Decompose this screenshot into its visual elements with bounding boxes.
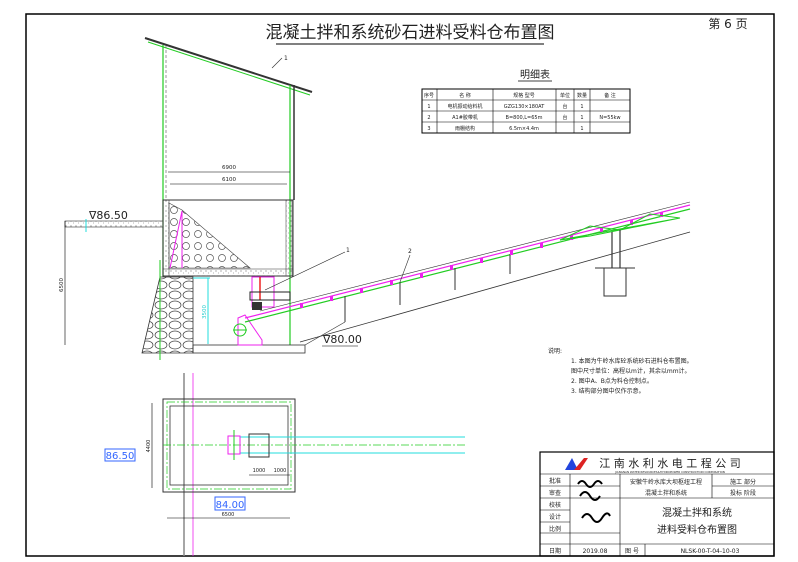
phase-1: 施工 部分	[730, 478, 756, 486]
notes-heading: 说明:	[548, 347, 562, 355]
page-label: 第 6 页	[708, 17, 747, 31]
truss-pedestal	[603, 267, 627, 297]
notes: 说明: 1. 本图为牛岭水库砼系统砂石进料仓布置图。 图中尺寸单位：高程以m计，…	[548, 347, 693, 395]
drawing-title-line2: 进料受料仓布置图	[657, 523, 737, 536]
conveyor-truss	[559, 217, 681, 241]
dim-length: 6500	[222, 512, 235, 518]
rubble-wall	[141, 276, 194, 354]
bom-cell: 1	[427, 104, 430, 110]
company-name: 江 南 水 利 水 电 工 程 公 司	[599, 457, 740, 470]
plan-outline	[162, 398, 296, 493]
bom-header: 序号	[424, 92, 434, 99]
label-drawing-no: 图 号	[625, 548, 639, 555]
label-check: 校核	[549, 501, 561, 509]
dim-1000b: 1000	[274, 468, 287, 474]
note-line: 图中尺寸单位：高程以m计，其余以mm计。	[571, 367, 691, 375]
bom-cell: 台	[562, 103, 567, 110]
bom-cell: 2	[427, 115, 430, 121]
date-value: 2019.08	[583, 548, 608, 555]
roof	[144, 37, 313, 93]
bom-cell: 雨棚结构	[455, 125, 475, 132]
bom-cell: GZG130×180AT	[504, 104, 545, 110]
dim-6100: 6100	[222, 177, 236, 183]
drawing-no: NLSK-00-T-04-10-03	[681, 548, 740, 555]
bom-header: 备 注	[604, 92, 616, 99]
level-box-b	[214, 496, 246, 511]
dim-inner: 3500	[202, 305, 208, 319]
base-slab	[192, 344, 306, 354]
phase-2: 投标 阶段	[730, 489, 756, 497]
bom-header: 名 称	[459, 92, 471, 99]
project-line2: 混凝土拌和系统	[645, 489, 687, 497]
label-date: 日期	[549, 547, 561, 555]
project-line1: 安徽牛岭水库大坝枢纽工程	[630, 478, 702, 486]
sheet-border	[25, 13, 775, 557]
note-line: 1. 本图为牛岭水库砼系统砂石进料仓布置图。	[571, 357, 693, 365]
dim-6900: 6900	[222, 165, 236, 171]
dim-width: 4400	[146, 440, 152, 453]
bom-cell: 1	[580, 115, 583, 121]
bom-cell: A1#胶带机	[452, 114, 478, 121]
callout-feeder: 1	[346, 247, 350, 254]
dim-height: 6500	[59, 278, 65, 292]
bom-header: 单位	[560, 92, 570, 99]
bom-cell: 台	[562, 114, 567, 121]
elevation-view: 1 6900 6100 ∇86.50 6500 3500	[59, 37, 691, 360]
bom-cell: 1	[580, 104, 583, 110]
label-review: 审查	[549, 489, 561, 497]
bom-cell: 电机振动给料机	[447, 103, 482, 110]
bom-header: 数量	[577, 92, 587, 99]
callout-conveyor: 2	[408, 248, 412, 255]
label-design: 设计	[549, 513, 561, 521]
bom-cell: 6.5m×4.4m	[509, 126, 539, 132]
bom-table: 明细表 序号 名 称 规格 型号 单位 数量 备 注 1 电机振动给料机 GZG…	[421, 68, 631, 134]
drawing-title: 混凝土拌和系统砂石进料受料仓布置图	[266, 23, 555, 43]
label-approve: 批准	[549, 477, 561, 485]
bom-cell: 1	[580, 126, 583, 132]
bom-cell: N=55kw	[599, 115, 620, 121]
signature-check	[581, 512, 611, 523]
plan-view: 1000 1000 4400 86.50 84.00 6500	[104, 373, 465, 556]
level-b: 84.00	[216, 500, 245, 511]
bom-title: 明细表	[520, 68, 550, 81]
bom-cell: 3	[427, 126, 430, 132]
tail-frame	[237, 314, 263, 346]
bom-cell: B=800,L=65m	[506, 115, 543, 121]
label-scale: 比例	[549, 525, 561, 533]
company-name-en: JIANGNAN WATER RESOURCES&HYDROPOWER CONS…	[614, 470, 725, 474]
level-a: 86.50	[106, 451, 135, 462]
level-bottom: ∇80.00	[322, 333, 362, 346]
signature-approve	[577, 480, 603, 501]
note-line: 3. 结构部分图中仅作示意。	[571, 387, 645, 395]
ground-slab	[64, 220, 164, 228]
level-top: ∇86.50	[88, 209, 128, 222]
dim-1000a: 1000	[253, 468, 266, 474]
callout-roof: 1	[284, 55, 288, 62]
level-box-a	[104, 448, 136, 462]
note-line: 2. 图中A、B点为料仓控制点。	[571, 377, 653, 385]
drawing-title-line1: 混凝土拌和系统	[662, 506, 732, 519]
bom-header: 规格 型号	[513, 92, 535, 99]
gravel-fill	[168, 202, 251, 269]
conveyor-belt	[244, 204, 691, 319]
title-block: 江 南 水 利 水 电 工 程 公 司 JIANGNAN WATER RESOU…	[539, 451, 775, 557]
hopper-opening	[248, 433, 270, 458]
company-logo	[565, 458, 578, 470]
